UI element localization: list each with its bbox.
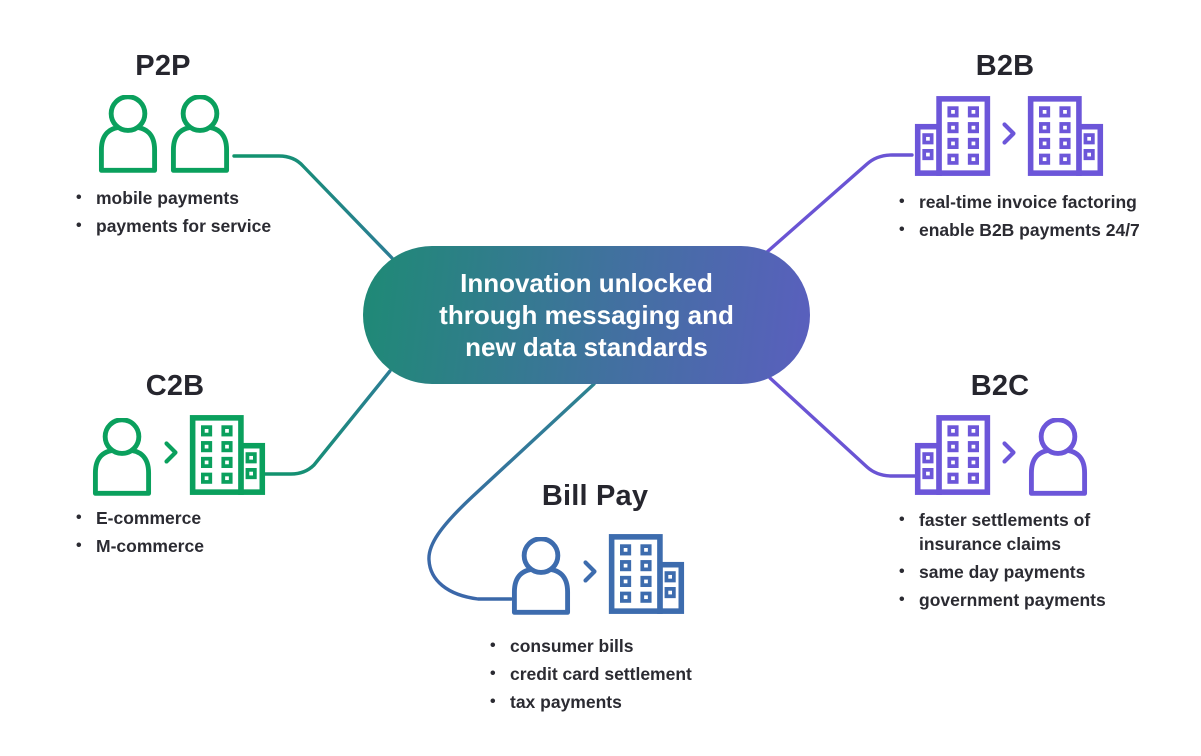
person-icon	[92, 418, 152, 496]
c2b-section-title: C2B	[145, 370, 205, 402]
bullet-text: credit card settlement	[510, 664, 692, 684]
bullet-dot: •	[899, 563, 905, 580]
p2p-icon-row	[96, 95, 232, 173]
bullet-text: enable B2B payments 24/7	[919, 220, 1140, 240]
center-pill-text-line: through messaging and	[439, 300, 734, 330]
bullet-item: • credit card settlement	[488, 662, 692, 686]
bullet-dot: •	[899, 193, 905, 210]
bullet-text: consumer bills	[510, 636, 634, 656]
center-pill-text-line: new data standards	[465, 332, 708, 362]
building-icon	[189, 415, 266, 495]
chevron-right-icon	[164, 440, 178, 464]
b2b-section-title: B2B	[975, 50, 1035, 82]
bill-pay-bullet-list: •consumer bills •credit card settlement …	[488, 634, 692, 718]
bullet-item: • real-time invoice factoring	[897, 190, 1140, 214]
c2b-icon-row	[90, 414, 266, 496]
bullet-item: • tax payments	[488, 690, 692, 714]
building-icon	[1027, 96, 1104, 176]
bullet-item: • government payments	[897, 588, 1107, 612]
chevron-right-icon	[583, 559, 597, 583]
bullet-dot: •	[899, 511, 905, 528]
b2b-bullet-list: • real-time invoice factoring • enable B2B…	[897, 190, 1140, 246]
chevron-right-icon	[1002, 440, 1016, 464]
person-icon	[98, 95, 158, 173]
b2b-icon-row	[914, 95, 1104, 177]
bill-pay-section-title: Bill Pay	[541, 480, 649, 512]
bullet-text: same day payments	[919, 562, 1086, 582]
b2c-bullet-list: •faster settlements of insurance claims …	[897, 508, 1107, 616]
bullet-item: • enable B2B payments 24/7	[897, 218, 1140, 242]
bullet-text: E-commerce	[96, 508, 202, 528]
person-icon	[511, 537, 571, 615]
bullet-dot: •	[899, 591, 905, 608]
bullet-item: • same day payments	[897, 560, 1107, 584]
bullet-dot: •	[76, 217, 82, 234]
person-icon	[170, 95, 230, 173]
bullet-item: • E-commerce	[74, 506, 204, 530]
bullet-text: faster settlements of insurance claims	[919, 510, 1091, 554]
bullet-text: M-commerce	[96, 536, 204, 556]
building-icon	[914, 96, 991, 176]
b2c-section-title: B2C	[970, 370, 1030, 402]
building-icon	[608, 534, 685, 614]
center-pill-text-line: Innovation unlocked	[460, 268, 713, 298]
b2b-connector-line	[765, 153, 914, 254]
bullet-item: • consumer bills	[488, 634, 692, 658]
bullet-text: government payments	[919, 590, 1106, 610]
center-pill: Innovation unlocked through messaging an…	[363, 246, 810, 384]
p2p-bullet-list: • mobile payments • payments for service	[74, 186, 271, 242]
bullet-item: • payments for service	[74, 214, 271, 238]
bullet-dot: •	[490, 637, 496, 654]
b2c-connector-line	[768, 376, 920, 478]
building-icon	[914, 415, 991, 495]
bullet-text: real-time invoice factoring	[919, 192, 1137, 212]
p2p-section-title: P2P	[135, 50, 191, 82]
bullet-dot: •	[76, 509, 82, 526]
bullet-item: • mobile payments	[74, 186, 271, 210]
person-icon	[1028, 418, 1088, 496]
bullet-dot: •	[490, 693, 496, 710]
bill-pay-icon-row	[509, 533, 685, 615]
bullet-text: tax payments	[510, 692, 622, 712]
bullet-dot: •	[76, 189, 82, 206]
b2c-icon-row	[914, 414, 1090, 496]
bullet-dot: •	[899, 221, 905, 238]
bullet-item: • faster settlements of insurance claims	[897, 508, 1107, 556]
bill-pay-connector-line	[427, 382, 596, 601]
bullet-dot: •	[76, 537, 82, 554]
p2p-connector-line	[232, 154, 394, 260]
c2b-connector-line	[259, 369, 392, 476]
bullet-item: • M-commerce	[74, 534, 204, 558]
bullet-text: payments for service	[96, 216, 272, 236]
c2b-bullet-list: • E-commerce • M-commerce	[74, 506, 204, 562]
bullet-text: mobile payments	[96, 188, 239, 208]
bullet-dot: •	[490, 665, 496, 682]
chevron-right-icon	[1002, 121, 1016, 145]
